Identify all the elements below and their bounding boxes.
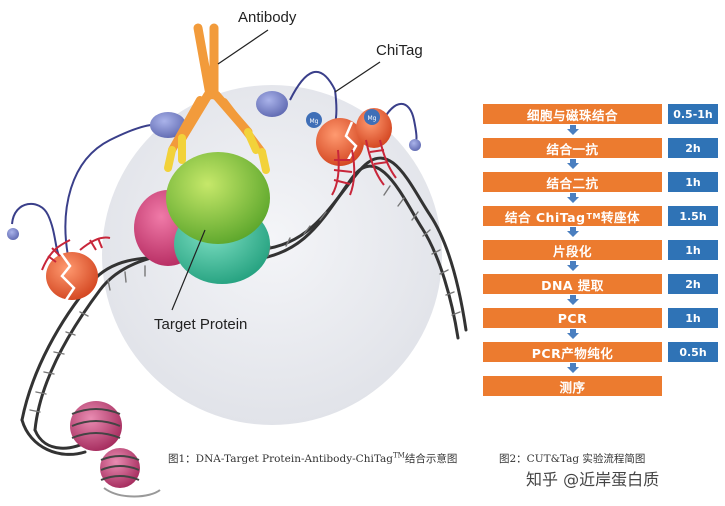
chitag-label-leader xyxy=(334,61,381,93)
dna-helix xyxy=(20,156,468,456)
target-label-leader xyxy=(171,229,206,311)
flow-time: 1h xyxy=(668,240,718,260)
flow-time: 0.5h xyxy=(668,342,718,362)
flow-step: PCR xyxy=(483,308,662,328)
flow-arrow-icon xyxy=(567,329,579,339)
transposase xyxy=(41,236,111,301)
flow-step: 片段化 xyxy=(483,240,662,260)
flow-time: 0.5-1h xyxy=(668,104,718,124)
flow-arrow-icon xyxy=(567,261,579,271)
figure1-caption: 图1：DNA-Target Protein-Antibody-ChiTagTM结… xyxy=(168,451,458,466)
antibody xyxy=(164,23,270,174)
flow-arrow-icon xyxy=(567,125,579,135)
flow-time: 1h xyxy=(668,308,718,328)
target-protein-label: Target Protein xyxy=(154,316,248,333)
antibody-label-leader xyxy=(217,29,269,65)
linker-end xyxy=(7,228,19,240)
cut-tag-flowchart: 细胞与磁珠结合 0.5-1h 结合一抗 2h 结合二抗 1h 结合 ChiTag… xyxy=(483,104,723,404)
flow-arrow-icon xyxy=(567,193,579,203)
transposase: Mg Mg xyxy=(306,108,397,196)
antibody-label: Antibody xyxy=(238,9,297,26)
protein-a-domain xyxy=(150,112,186,138)
flow-step: DNA 提取 xyxy=(483,274,662,294)
nucleosome xyxy=(100,448,161,498)
flow-arrow-icon xyxy=(567,159,579,169)
flow-time: 1.5h xyxy=(668,206,718,226)
flow-arrow-icon xyxy=(567,295,579,305)
flow-time: 2h xyxy=(668,274,718,294)
target-protein xyxy=(134,152,270,284)
flow-time: 2h xyxy=(668,138,718,158)
chitag-label: ChiTag xyxy=(376,42,423,59)
flow-arrow-icon xyxy=(567,227,579,237)
mg-label: Mg xyxy=(310,118,319,125)
mg-ion xyxy=(306,112,322,128)
flow-step: PCR产物纯化 xyxy=(483,342,662,362)
protein-a-domain xyxy=(256,91,288,117)
linker-end xyxy=(409,139,421,151)
figure2-caption: 图2：CUT&Tag 实验流程简图 xyxy=(499,453,646,465)
flow-step: 细胞与磁珠结合 xyxy=(483,104,662,124)
nucleosome xyxy=(70,401,122,451)
flow-arrow-icon xyxy=(567,363,579,373)
mg-ion xyxy=(364,109,380,125)
flow-step: 结合一抗 xyxy=(483,138,662,158)
mg-label: Mg xyxy=(368,115,377,122)
watermark: 知乎 @近岸蛋白质 xyxy=(526,470,660,489)
flow-time: 1h xyxy=(668,172,718,192)
flow-step: 结合二抗 xyxy=(483,172,662,192)
flow-step: 测序 xyxy=(483,376,662,396)
